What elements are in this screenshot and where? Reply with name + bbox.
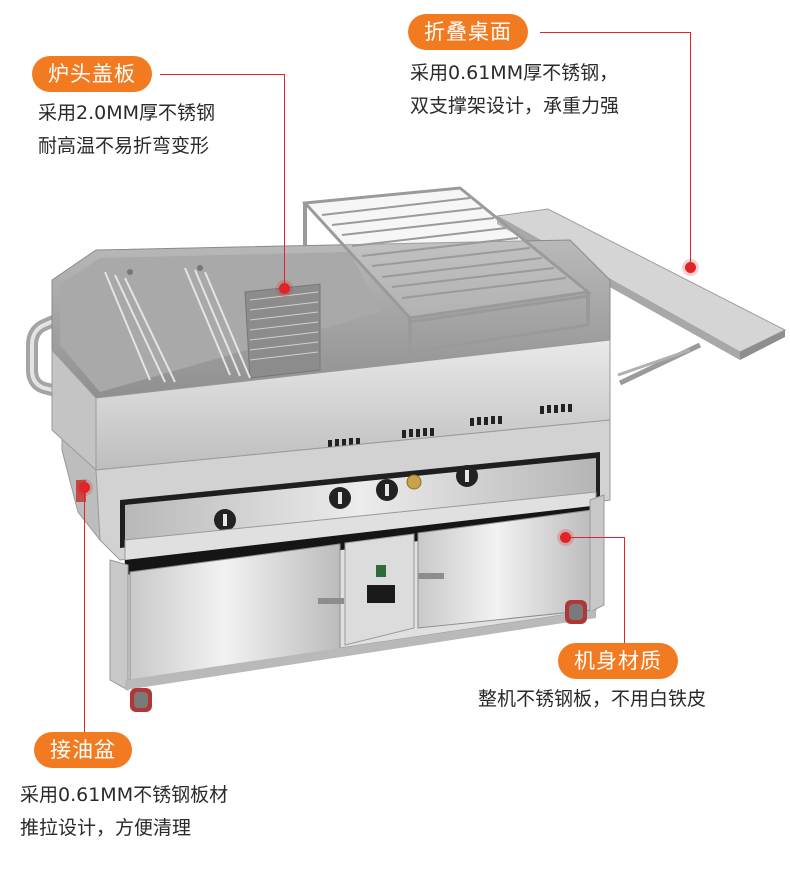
fold-table-line-1: 采用0.61MM厚不锈钢， <box>410 62 619 84</box>
fold-table-description: 采用0.61MM厚不锈钢， 双支撑架设计，承重力强 <box>410 57 619 123</box>
body-material-title-tag: 机身材质 <box>558 643 678 679</box>
grill-rack <box>301 186 592 354</box>
leader-line-fold-table-v <box>690 32 691 267</box>
marker-oil-tray <box>79 482 90 493</box>
oil-tray-title-tag: 接油盆 <box>34 732 132 768</box>
body-material-description: 整机不锈钢板，不用白铁皮 <box>478 683 706 716</box>
leader-line-fold-table-h <box>540 32 690 33</box>
cabinet-frame <box>109 494 605 691</box>
burner-cover-line-1: 采用2.0MM厚不锈钢 <box>38 102 216 124</box>
oil-tray-description: 采用0.61MM不锈钢板材 推拉设计，方便清理 <box>20 779 228 845</box>
grill-top <box>51 239 611 472</box>
marker-fold-table <box>685 262 696 273</box>
fold-table-line-2: 双支撑架设计，承重力强 <box>410 95 620 117</box>
oil-tray-line-2: 推拉设计，方便清理 <box>20 817 192 839</box>
handle <box>26 312 66 398</box>
marker-body-material <box>560 532 571 543</box>
cabinet-doors <box>129 509 593 681</box>
leader-line-burner-cover-h <box>160 74 284 75</box>
marker-burner-cover <box>279 283 290 294</box>
body-material-line-1: 整机不锈钢板，不用白铁皮 <box>478 688 707 710</box>
leader-line-body-v <box>624 537 625 647</box>
leader-line-oil-tray-v <box>84 488 85 748</box>
leader-line-burner-cover-v <box>284 74 285 288</box>
fold-table-title-tag: 折叠桌面 <box>408 14 528 50</box>
burner-cover-line-2: 耐高温不易折弯变形 <box>38 135 210 157</box>
leader-line-body-h <box>566 537 624 538</box>
burner-cover-description: 采用2.0MM厚不锈钢 耐高温不易折弯变形 <box>38 97 215 163</box>
oil-tray-line-1: 采用0.61MM不锈钢板材 <box>20 784 229 806</box>
burner-cover-title-tag: 炉头盖板 <box>32 56 152 92</box>
